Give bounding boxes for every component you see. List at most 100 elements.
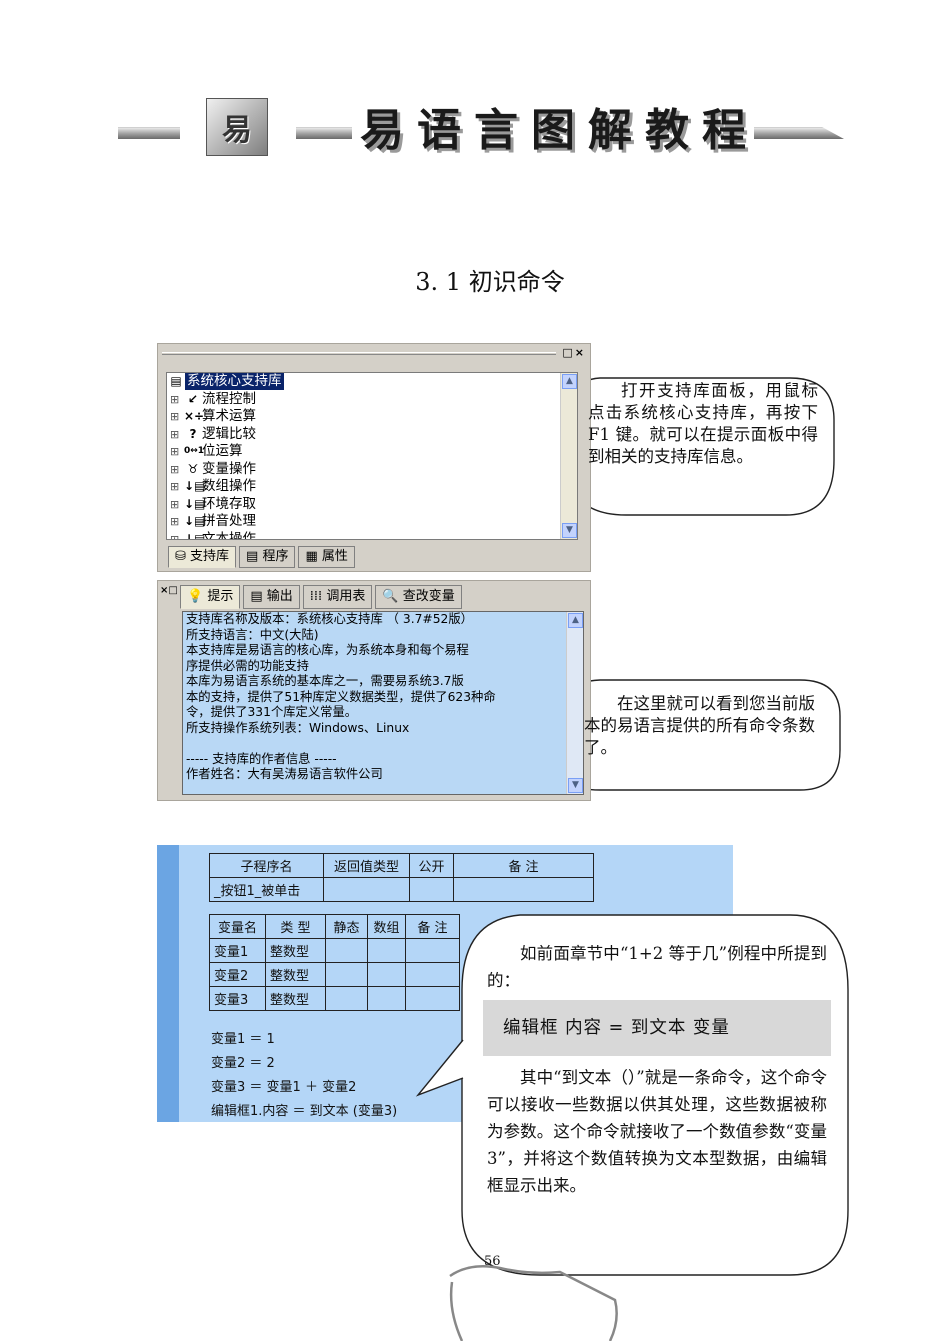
code-line[interactable]: 变量1 ＝ 1 — [211, 1032, 275, 1047]
callout-command-count: 在这里就可以看到您当前版本的易语言提供的所有命令条数了。 — [584, 694, 815, 757]
variable-icon: ♉ — [187, 461, 199, 476]
tab-program[interactable]: ▤ 程序 — [239, 546, 296, 568]
table-cell[interactable]: _按钮1_被单击 — [209, 877, 324, 902]
table-header: 公开 — [409, 853, 454, 878]
scroll-up-icon[interactable]: ▲ — [568, 613, 583, 628]
table-cell — [325, 962, 368, 987]
tree-item[interactable]: ⊞↓▤文本操作 — [167, 531, 577, 540]
hint-scrollbar[interactable]: ▲ ▼ — [566, 612, 583, 794]
hint-text-area[interactable]: 支持库名称及版本：系统核心支持库 （ 3.7#52版） 所支持语言：中文(大陆)… — [182, 611, 584, 795]
tab-hint[interactable]: 💡 提示 — [180, 585, 241, 609]
tree-item[interactable]: ⊞↓▤数组操作 — [170, 478, 256, 495]
table-header: 静态 — [325, 914, 368, 939]
tab-inspect-variable[interactable]: 🔍 查改变量 — [375, 585, 462, 609]
callout-to-text-command: 如前面章节中“1+2 等于几”例程中所提到的： 编辑框 内容 = 到文本 变量 … — [483, 940, 831, 1199]
window-buttons[interactable]: □× — [562, 346, 586, 359]
library-tabs: ⛁ 支持库 ▤ 程序 ▦ 属性 — [168, 546, 355, 568]
tab-library[interactable]: ⛁ 支持库 — [168, 546, 237, 568]
table-row[interactable]: 变量2 整数型 — [209, 962, 460, 987]
tab-call-table[interactable]: ⁞⁞⁞ 调用表 — [302, 585, 373, 609]
hint-line: 序提供必需的功能支持 — [186, 658, 309, 673]
hint-line: 本支持库是易语言的核心库，为系统本身和每个易程 — [186, 643, 469, 657]
callout-intro: 如前面章节中“1+2 等于几”例程中所提到的： — [487, 944, 827, 990]
expand-icon[interactable]: ⊞ — [170, 497, 180, 511]
subroutine-table: 子程序名 返回值类型 公开 备 注 _按钮1_被单击 — [209, 853, 594, 902]
hint-line: ----- 支持库的作者信息 ----- — [186, 751, 337, 766]
table-cell — [367, 938, 406, 963]
table-cell — [367, 986, 406, 1011]
tree-item[interactable]: ⊞?逻辑比较 — [170, 425, 256, 442]
header-bar-left — [118, 127, 180, 139]
table-cell[interactable] — [453, 877, 594, 902]
tree-scrollbar[interactable]: ▲ ▼ — [560, 373, 577, 539]
flow-icon: ↙ — [187, 391, 199, 406]
scroll-up-icon[interactable]: ▲ — [562, 374, 577, 389]
calltable-icon: ⁞⁞⁞ — [309, 589, 323, 604]
scroll-down-icon[interactable]: ▼ — [562, 523, 577, 538]
hint-panel-window: ×□ 💡 提示 ▤ 输出 ⁞⁞⁞ 调用表 🔍 查改变量 支持库名称及版本：系统核… — [157, 580, 591, 801]
search-icon: 🔍 — [382, 589, 399, 604]
expand-icon[interactable]: ⊞ — [170, 462, 180, 476]
table-row[interactable]: 变量1 整数型 — [209, 938, 460, 963]
table-cell: 整数型 — [265, 938, 326, 963]
tree-item[interactable]: ⊞↙流程控制 — [170, 390, 256, 407]
code-line[interactable]: 变量2 ＝ 2 — [211, 1056, 275, 1071]
table-header: 返回值类型 — [323, 853, 410, 878]
variable-table: 变量名 类 型 静态 数组 备 注 变量1 整数型 变量2 整数型 变量3 整数… — [209, 914, 460, 1011]
code-line[interactable]: 变量3 ＝ 变量1 ＋ 变量2 — [211, 1080, 357, 1095]
hint-line: 本库为易语言系统的基本库之一，需要易系统3.7版 — [186, 674, 464, 688]
hint-line: 本的支持，提供了51种库定义数据类型，提供了623种命 — [186, 689, 496, 704]
text-icon: ↓▤ — [184, 531, 206, 540]
expand-icon[interactable]: ⊞ — [170, 532, 180, 540]
code-line[interactable]: 编辑框1.内容 ＝ 到文本 (变量3) — [211, 1104, 398, 1119]
table-header: 类 型 — [265, 914, 326, 939]
expand-icon[interactable]: ⊞ — [170, 515, 180, 529]
hint-line: 令，提供了331个库定义常量。 — [186, 705, 358, 719]
hint-line: 所支持语言：中文(大陆) — [186, 627, 319, 642]
expand-icon[interactable]: ⊞ — [170, 445, 180, 459]
expand-icon[interactable]: ⊞ — [170, 392, 180, 406]
section-title: 3. 1 初识命令 — [415, 268, 565, 296]
library-icon: ▤ — [170, 374, 182, 389]
table-cell: 整数型 — [265, 986, 326, 1011]
table-cell — [405, 938, 460, 963]
panel-grip[interactable] — [162, 352, 556, 355]
pinyin-icon: ↓▤ — [184, 514, 206, 529]
table-row[interactable]: 变量3 整数型 — [209, 986, 460, 1011]
callout-body: 其中“到文本（）”就是一条命令，这个命令可以接收一些数据以供其处理，这些数据被称… — [487, 1068, 827, 1195]
expand-icon[interactable]: ⊞ — [170, 410, 180, 424]
table-cell: 整数型 — [265, 962, 326, 987]
expand-icon[interactable]: ⊞ — [170, 480, 180, 494]
table-header: 备 注 — [405, 914, 460, 939]
table-cell — [325, 938, 368, 963]
hint-line: 支持库名称及版本：系统核心支持库 （ 3.7#52版） — [186, 612, 473, 626]
tree-item[interactable]: ⊞♉变量操作 — [170, 460, 256, 477]
table-cell[interactable] — [323, 877, 410, 902]
table-cell[interactable] — [409, 877, 454, 902]
logo-icon: 易 — [206, 98, 268, 156]
table-header: 数组 — [367, 914, 406, 939]
tree-item[interactable]: ⊞↓▤环境存取 — [170, 495, 256, 512]
tree-item[interactable]: ⊞↓▤拼音处理 — [170, 513, 256, 530]
tab-properties[interactable]: ▦ 属性 — [298, 546, 355, 568]
book-title: 易语言图解教程 — [352, 94, 754, 156]
table-cell: 变量2 — [209, 962, 266, 987]
hint-line: 所支持操作系统列表：Windows、Linux — [186, 720, 410, 735]
scroll-down-icon[interactable]: ▼ — [568, 778, 583, 793]
question-icon: ? — [189, 426, 197, 441]
code-example: 编辑框 内容 = 到文本 变量 — [483, 1000, 831, 1056]
tree-item[interactable]: ▤系统核心支持库 — [167, 373, 577, 391]
expand-icon[interactable]: ⊞ — [170, 427, 180, 441]
bulb-icon: 💡 — [187, 589, 204, 604]
bit-icon: 0↔1 — [184, 446, 205, 457]
arithmetic-icon: ×÷ — [184, 409, 205, 424]
table-cell: 变量1 — [209, 938, 266, 963]
table-header: 子程序名 — [209, 853, 324, 878]
hint-tabs: 💡 提示 ▤ 输出 ⁞⁞⁞ 调用表 🔍 查改变量 — [180, 585, 462, 609]
table-cell: 变量3 — [209, 986, 266, 1011]
panel-side-buttons[interactable]: ×□ — [160, 585, 178, 596]
tree-item[interactable]: ⊞×÷算术运算 — [170, 408, 256, 425]
tab-output[interactable]: ▤ 输出 — [243, 585, 300, 609]
